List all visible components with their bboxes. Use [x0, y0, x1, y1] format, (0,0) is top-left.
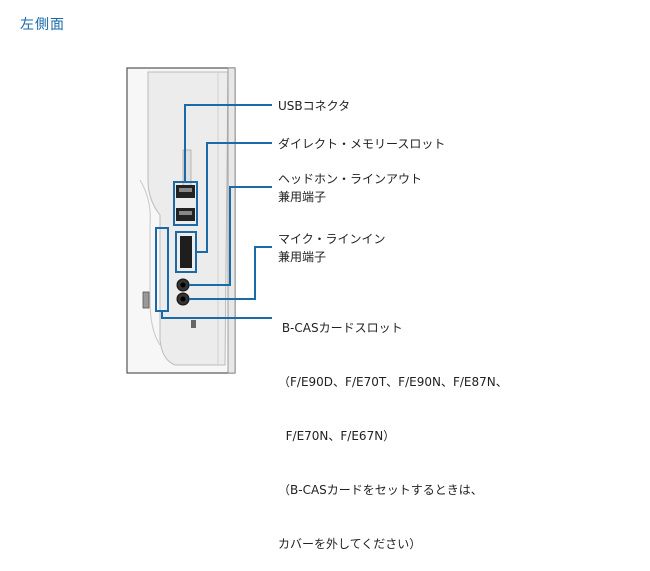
- memory-callout: ダイレクト・メモリースロット: [278, 135, 445, 153]
- device-bezel: [227, 67, 236, 374]
- bcas-callout-line-5: カバーを外してください）: [278, 537, 422, 551]
- headphone-callout-line-1: ヘッドホン・ラインアウト: [278, 172, 423, 186]
- device-diagram: [126, 67, 272, 374]
- mic-leader: [189, 246, 272, 300]
- bcas-callout-line-4: （B-CASカードをセットするときは、: [278, 483, 483, 497]
- headphone-callout: ヘッドホン・ラインアウト 兼用端子: [278, 170, 422, 206]
- usb-callout: USBコネクタ: [278, 97, 350, 115]
- headphone-callout-line-2: 兼用端子: [278, 190, 327, 204]
- section-heading: 左側面: [20, 17, 65, 33]
- headphone-jack-hole: [180, 282, 186, 288]
- usb-port-2-tongue: [179, 211, 192, 215]
- bcas-leader: [161, 311, 272, 319]
- device-contour: [139, 179, 161, 346]
- mic-callout-line-2: 兼用端子: [278, 250, 327, 264]
- bcas-callout-line-1: B-CASカードスロット: [278, 321, 403, 335]
- device-small-part: [191, 320, 196, 328]
- mic-callout: マイク・ラインイン 兼用端子: [278, 230, 386, 266]
- usb-callout-line: USBコネクタ: [278, 99, 351, 113]
- memory-leader: [196, 142, 272, 253]
- headphone-leader: [189, 186, 272, 286]
- leader-lines: [155, 104, 272, 319]
- device-latch: [142, 291, 150, 309]
- usb-leader: [184, 104, 272, 182]
- bcas-callout: B-CASカードスロット （F/E90D、F/E70T、F/E90N、F/E87…: [278, 283, 508, 571]
- mic-callout-line-1: マイク・ラインイン: [278, 232, 386, 246]
- bcas-callout-line-2: （F/E90D、F/E70T、F/E90N、F/E87N、: [278, 375, 508, 389]
- memory-slot: [180, 236, 192, 268]
- usb-port-1-tongue: [179, 188, 192, 192]
- device-illustration: [126, 67, 236, 374]
- memory-callout-line: ダイレクト・メモリースロット: [278, 137, 446, 151]
- mic-jack-hole: [180, 296, 186, 302]
